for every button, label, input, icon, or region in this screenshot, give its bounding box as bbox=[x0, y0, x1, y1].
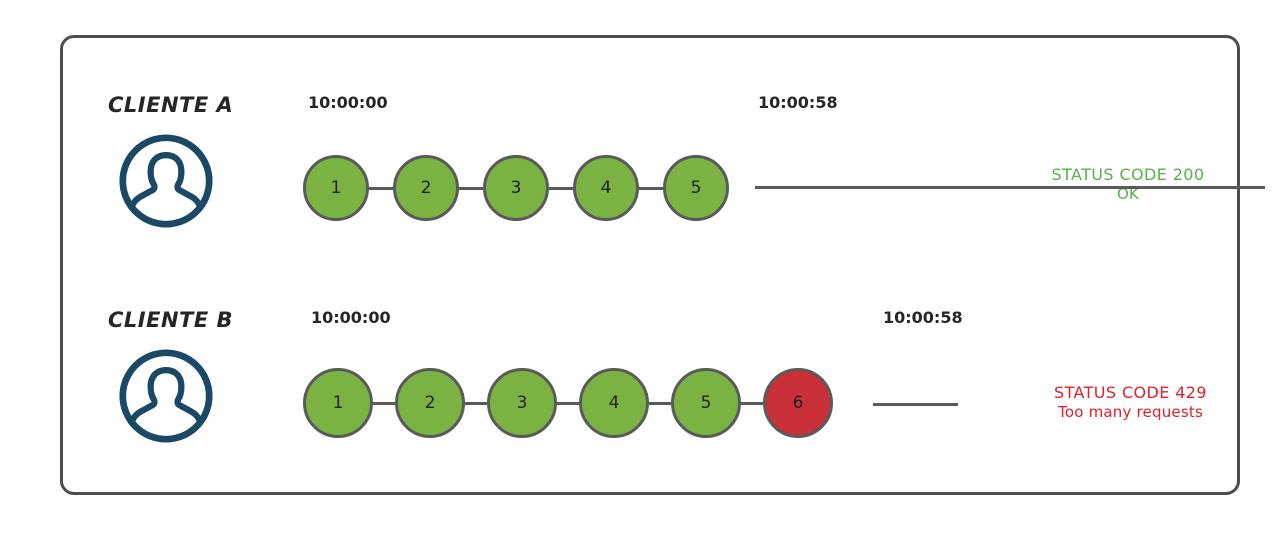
client-b-start-time: 10:00:00 bbox=[311, 308, 391, 327]
request-node[interactable]: 1 bbox=[303, 155, 369, 221]
user-avatar-icon bbox=[118, 348, 214, 444]
client-a-tail-line bbox=[755, 186, 1265, 189]
diagram-card-frame: CLIENTE A 10:00:00 10:00:58 1 2 bbox=[60, 35, 1265, 495]
node-connector bbox=[639, 186, 663, 190]
status-badge-client-a: STATUS CODE 200 OK bbox=[1023, 165, 1233, 204]
node-connector bbox=[549, 186, 573, 190]
request-node[interactable]: 2 bbox=[393, 155, 459, 221]
status-message-text: Too many requests bbox=[1058, 403, 1203, 421]
request-node[interactable]: 4 bbox=[579, 368, 649, 438]
client-row-b: CLIENTE B 10:00:00 10:00:58 1 2 bbox=[63, 308, 1237, 528]
request-node[interactable]: 4 bbox=[573, 155, 639, 221]
request-node[interactable]: 2 bbox=[395, 368, 465, 438]
node-connector bbox=[649, 401, 671, 405]
node-connector bbox=[465, 401, 487, 405]
status-code-text: STATUS CODE 200 bbox=[1051, 165, 1205, 184]
user-avatar-icon bbox=[118, 133, 214, 229]
node-connector bbox=[557, 401, 579, 405]
request-node[interactable]: 5 bbox=[671, 368, 741, 438]
node-connector bbox=[741, 401, 763, 405]
client-b-label: CLIENTE B bbox=[108, 308, 234, 332]
client-a-start-time: 10:00:00 bbox=[308, 93, 388, 112]
status-message-text: OK bbox=[1116, 185, 1140, 203]
request-node[interactable]: 3 bbox=[487, 368, 557, 438]
request-node[interactable]: 5 bbox=[663, 155, 729, 221]
client-b-tail-line bbox=[873, 403, 958, 406]
node-connector bbox=[459, 186, 483, 190]
client-b-request-nodes: 1 2 3 4 5 6 bbox=[303, 348, 833, 458]
status-badge-client-b: STATUS CODE 429 Too many requests bbox=[1018, 383, 1243, 422]
client-b-end-time: 10:00:58 bbox=[883, 308, 963, 327]
request-node[interactable]: 3 bbox=[483, 155, 549, 221]
client-a-end-time: 10:00:58 bbox=[758, 93, 838, 112]
node-connector bbox=[373, 401, 395, 405]
request-node[interactable]: 1 bbox=[303, 368, 373, 438]
client-a-request-nodes: 1 2 3 4 5 bbox=[303, 133, 729, 243]
client-row-a: CLIENTE A 10:00:00 10:00:58 1 2 bbox=[63, 93, 1265, 313]
node-connector bbox=[369, 186, 393, 190]
client-a-label: CLIENTE A bbox=[108, 93, 234, 117]
request-node-blocked[interactable]: 6 bbox=[763, 368, 833, 438]
status-code-text: STATUS CODE 429 bbox=[1054, 383, 1207, 402]
